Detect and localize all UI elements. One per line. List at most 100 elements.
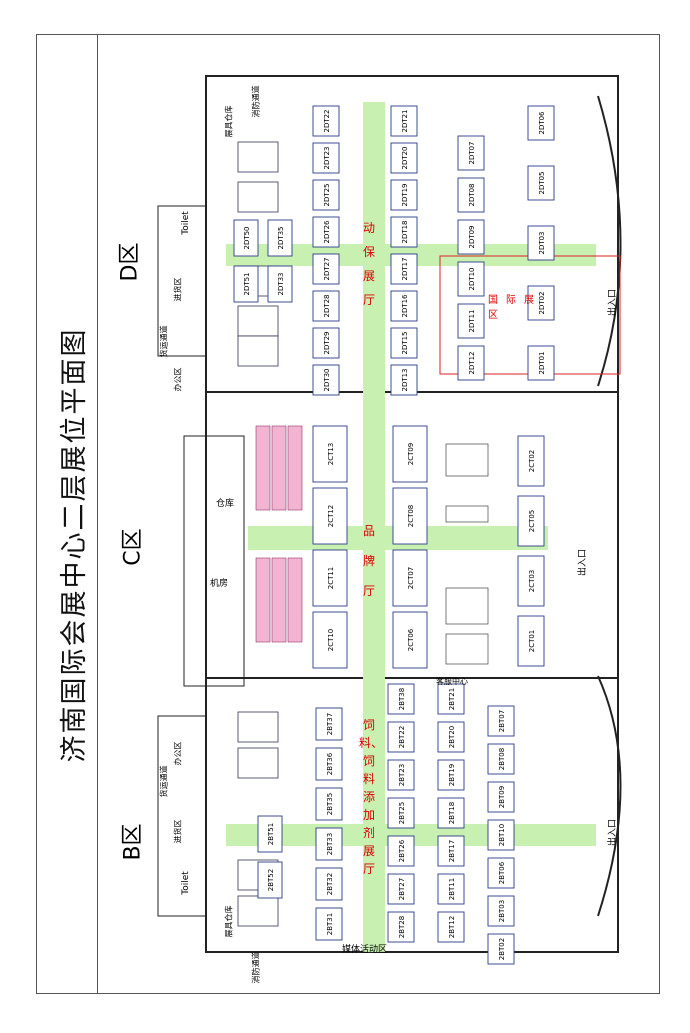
booth-label: 2BT26 (398, 839, 406, 862)
booth-2dt18[interactable] (390, 216, 418, 248)
booth-2dt30[interactable] (312, 364, 340, 396)
booth-2dt12[interactable] (457, 345, 485, 381)
intl-label: 国际展区 (488, 295, 542, 321)
booth-2dt21[interactable] (390, 105, 418, 137)
booth-label: 2BT38 (398, 688, 406, 710)
booth-2bt10[interactable] (487, 819, 515, 851)
booth-2bt07[interactable] (487, 705, 515, 737)
booth-label: 2DT09 (468, 225, 476, 248)
booth-2ct13[interactable] (312, 425, 348, 483)
booth-2dt33[interactable] (267, 265, 293, 303)
booth-2dt23[interactable] (312, 142, 340, 174)
booth-2dt19[interactable] (390, 179, 418, 211)
booth-2bt26[interactable] (387, 835, 415, 867)
booth-2dt07[interactable] (457, 135, 485, 171)
booth-2dt50[interactable] (233, 219, 259, 257)
booth-label: 2BT18 (448, 802, 456, 824)
booth-label: 2DT06 (538, 111, 546, 135)
booth-2ct12[interactable] (312, 487, 348, 545)
booth-2dt16[interactable] (390, 290, 418, 322)
booth-2bt36[interactable] (315, 747, 343, 781)
d-hall-label: 动保展厅 (362, 221, 375, 307)
booth-2bt08[interactable] (487, 743, 515, 775)
b-hall-label: 饲料、饲料添加剂展厅 (359, 718, 384, 876)
c-hall-label: 品牌厅 (362, 524, 375, 598)
fire-lane-d: 消防通道 (251, 85, 261, 118)
cargo-d: 货运通道 (159, 325, 169, 358)
booth-2ct10[interactable] (312, 611, 348, 669)
booth-2bt23[interactable] (387, 759, 415, 791)
booth-label: 2BT12 (448, 916, 456, 938)
booth-2bt06[interactable] (487, 857, 515, 889)
booth-2bt32[interactable] (315, 867, 343, 901)
booth-2bt17[interactable] (437, 835, 465, 867)
entrance-d: 进货区 (173, 277, 183, 302)
booth-2bt35[interactable] (315, 787, 343, 821)
booth-2ct06[interactable] (392, 611, 428, 669)
booth-2ct09[interactable] (392, 425, 428, 483)
booth-2dt51[interactable] (233, 265, 259, 303)
booth-2dt09[interactable] (457, 219, 485, 255)
booth-label: 2BT33 (326, 833, 334, 855)
booth-2bt09[interactable] (487, 781, 515, 813)
booth-2dt28[interactable] (312, 290, 340, 322)
booth-label: 2BT20 (448, 726, 456, 748)
booth-2bt21[interactable] (437, 683, 465, 715)
booth-2bt27[interactable] (387, 873, 415, 905)
booth-2bt51[interactable] (257, 815, 283, 853)
booth-2dt17[interactable] (390, 253, 418, 285)
booth-2ct05[interactable] (517, 495, 545, 547)
booth-2bt28[interactable] (387, 911, 415, 943)
booth-2bt52[interactable] (257, 861, 283, 899)
booth-2bt02[interactable] (487, 933, 515, 965)
booth-2dt10[interactable] (457, 261, 485, 297)
booth-2dt35[interactable] (267, 219, 293, 257)
page-title: 济南国际会展中心二层展位平面图 (59, 327, 90, 763)
booth-2dt20[interactable] (390, 142, 418, 174)
booth-2bt20[interactable] (437, 721, 465, 753)
booth-2dt15[interactable] (390, 327, 418, 359)
booth-2bt38[interactable] (387, 683, 415, 715)
booth-label: 2CT08 (407, 505, 415, 528)
booth-2dt13[interactable] (390, 364, 418, 396)
booth-2ct03[interactable] (517, 555, 545, 607)
b-side-block (157, 715, 207, 917)
booth-label: 2DT30 (323, 368, 331, 391)
booth-2ct07[interactable] (392, 549, 428, 607)
booth-label: 2CT07 (407, 567, 415, 590)
booth-2dt26[interactable] (312, 216, 340, 248)
booth-2dt11[interactable] (457, 303, 485, 339)
booth-2bt25[interactable] (387, 797, 415, 829)
booth-2bt03[interactable] (487, 895, 515, 927)
booth-label: 2DT08 (468, 183, 476, 206)
booth-2dt02[interactable] (527, 285, 555, 321)
booth-2dt06[interactable] (527, 105, 555, 141)
booth-2bt33[interactable] (315, 827, 343, 861)
booth-2dt25[interactable] (312, 179, 340, 211)
booth-2ct02[interactable] (517, 435, 545, 487)
booth-2dt05[interactable] (527, 165, 555, 201)
booth-label: 2BT27 (398, 878, 406, 900)
booth-2dt01[interactable] (527, 345, 555, 381)
booth-label: 2DT21 (401, 109, 409, 132)
east-curve-b (597, 675, 622, 917)
booth-2bt22[interactable] (387, 721, 415, 753)
exit-c: 出入口 (578, 548, 589, 577)
booth-2bt37[interactable] (315, 707, 343, 741)
booth-2bt19[interactable] (437, 759, 465, 791)
booth-2dt29[interactable] (312, 327, 340, 359)
booth-2ct11[interactable] (312, 549, 348, 607)
booth-label: 2BT32 (326, 873, 334, 895)
booth-2bt18[interactable] (437, 797, 465, 829)
booth-label: 2BT28 (398, 916, 406, 938)
booth-2bt11[interactable] (437, 873, 465, 905)
booth-2dt22[interactable] (312, 105, 340, 137)
booth-label: 2BT10 (498, 824, 506, 846)
booth-2dt08[interactable] (457, 177, 485, 213)
booth-2bt12[interactable] (437, 911, 465, 943)
booth-2ct08[interactable] (392, 487, 428, 545)
booth-2dt27[interactable] (312, 253, 340, 285)
booth-2bt31[interactable] (315, 907, 343, 941)
booth-2dt03[interactable] (527, 225, 555, 261)
booth-2ct01[interactable] (517, 615, 545, 667)
